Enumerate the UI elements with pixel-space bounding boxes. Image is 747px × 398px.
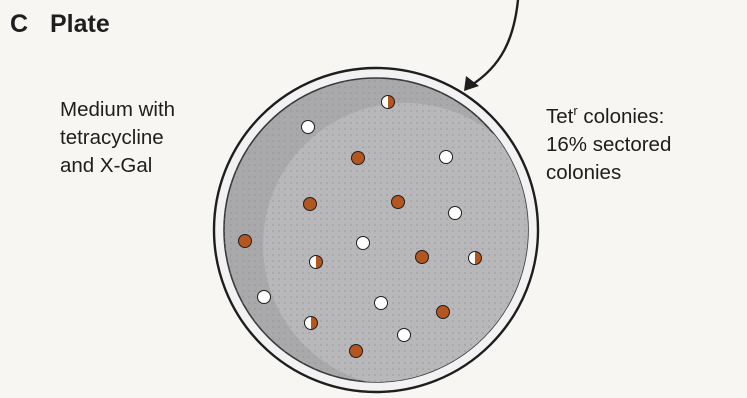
- colony-blue: [416, 251, 429, 264]
- arrow-head: [464, 76, 479, 91]
- colony-blue: [437, 306, 450, 319]
- colony-sectored: [469, 252, 482, 265]
- colony-white: [302, 121, 315, 134]
- colony-blue: [239, 235, 252, 248]
- colony-white: [398, 329, 411, 342]
- colony-sectored: [310, 256, 323, 269]
- colony-blue: [350, 345, 363, 358]
- colony-blue: [392, 196, 405, 209]
- colony-sectored: [305, 317, 318, 330]
- pointer-arrow: [470, 0, 518, 86]
- colony-sectored: [382, 96, 395, 109]
- colony-white: [357, 237, 370, 250]
- colony-blue: [304, 198, 317, 211]
- colony-white: [440, 151, 453, 164]
- colony-white: [449, 207, 462, 220]
- colony-blue: [352, 152, 365, 165]
- colony-white: [258, 291, 271, 304]
- colony-white: [375, 297, 388, 310]
